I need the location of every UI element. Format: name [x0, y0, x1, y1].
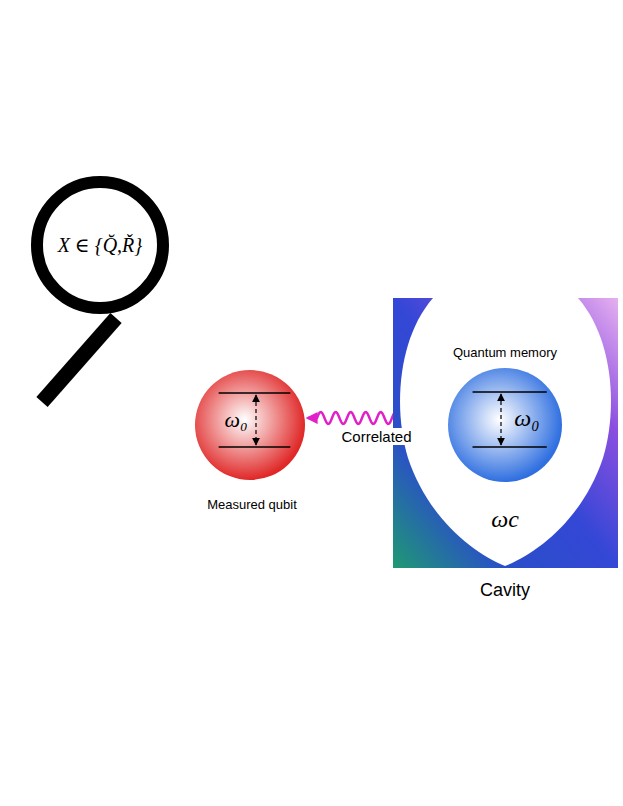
quantum-memory: Quantum memoryω₀ — [447, 367, 563, 483]
cavity-caption: Cavity — [480, 580, 530, 601]
energy-level — [219, 392, 291, 394]
measured-qubit: ω₀Measured qubit — [194, 369, 306, 481]
lens-ring — [37, 182, 163, 308]
energy-level — [473, 391, 547, 393]
cavity: Quantum memoryω₀ωcCavity — [393, 298, 618, 568]
magnifier-lens: X ∈ {Q̆,Ř} — [30, 175, 170, 315]
frequency-label: ω₀ — [224, 407, 247, 432]
qubit-sphere — [195, 370, 305, 480]
cavity-frequency: ωc — [491, 506, 519, 534]
measured-qubit-shape — [194, 369, 306, 481]
magnifier-handle — [42, 318, 116, 402]
energy-level — [219, 446, 291, 448]
qubit-sphere — [448, 368, 562, 482]
quantum-memory-shape — [447, 367, 563, 483]
observable-set: X ∈ {Q̆,Ř} — [58, 234, 143, 257]
cavity-mirrors — [393, 298, 618, 568]
frequency-label: ω₀ — [514, 405, 539, 433]
transition-arrow — [255, 395, 256, 445]
qubit-caption: Measured qubit — [207, 498, 297, 513]
memory-caption: Quantum memory — [453, 346, 557, 361]
edge-label: Correlated — [339, 428, 413, 445]
energy-level — [473, 446, 547, 448]
cavity-interior — [400, 298, 611, 566]
transition-arrow — [500, 394, 501, 445]
